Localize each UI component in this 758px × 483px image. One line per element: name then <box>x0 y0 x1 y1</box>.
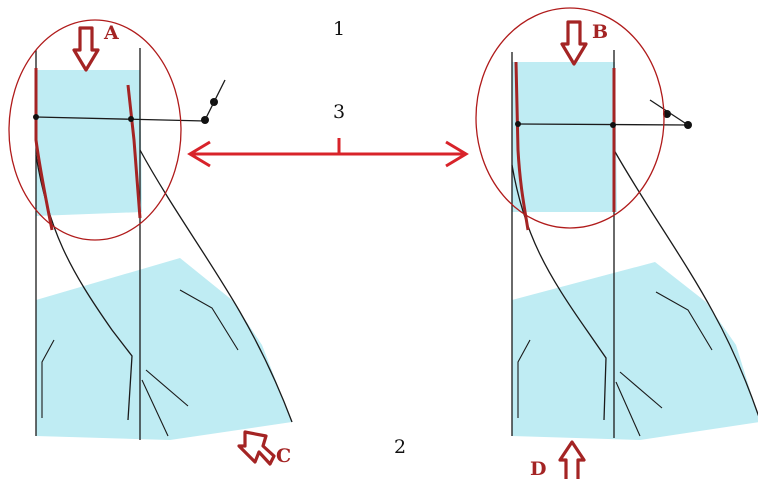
right-inner-bracket <box>517 339 531 418</box>
double-arrow <box>187 138 469 168</box>
right-measure-dot-1 <box>515 121 521 127</box>
right-right-curve <box>613 149 758 417</box>
right-switch-lever <box>649 99 689 126</box>
left-measure-line <box>35 116 206 122</box>
left-inner-bracket <box>41 339 55 418</box>
arrow-a-icon <box>72 26 100 72</box>
label-a: A <box>104 22 119 44</box>
right-panel <box>475 7 758 479</box>
left-inner-diagonal-a <box>145 369 189 407</box>
label-c: C <box>276 445 292 467</box>
label-1: 1 <box>333 18 346 40</box>
left-measure-dot-1 <box>33 114 39 120</box>
right-inner-diagonal-b <box>615 381 641 437</box>
left-red-line-inner <box>126 84 142 219</box>
left-highlight-circle <box>8 19 182 241</box>
right-curving-line <box>511 164 607 421</box>
double-arrow-left-head <box>187 140 211 168</box>
left-curving-line <box>35 154 133 421</box>
left-inner-diagonal-c <box>179 289 239 351</box>
left-red-line-outer <box>34 68 54 231</box>
right-inner-diagonal-a <box>619 371 663 409</box>
left-panel <box>8 19 293 440</box>
arrow-b-icon <box>560 20 588 66</box>
label-b: B <box>592 21 609 43</box>
right-inner-diagonal-c <box>655 291 713 351</box>
right-measure-line <box>517 123 689 126</box>
arrow-d-icon <box>558 440 586 479</box>
left-lower-water <box>36 258 292 440</box>
arrow-c-icon <box>237 430 276 466</box>
double-arrow-right-head <box>445 140 469 168</box>
left-measure-dot-2 <box>128 116 134 122</box>
left-inner-diagonal-b <box>141 379 169 437</box>
right-upper-water <box>512 62 617 212</box>
right-lower-water <box>512 262 758 440</box>
right-measure-dot-2 <box>610 122 616 128</box>
right-highlight-circle <box>475 7 665 229</box>
left-upper-water <box>36 70 142 216</box>
label-3: 3 <box>333 101 346 123</box>
right-red-line-outer <box>514 61 530 231</box>
label-d: D <box>530 458 547 480</box>
left-right-curve <box>139 149 293 423</box>
label-2: 2 <box>394 436 407 458</box>
left-switch-lever <box>204 79 226 121</box>
